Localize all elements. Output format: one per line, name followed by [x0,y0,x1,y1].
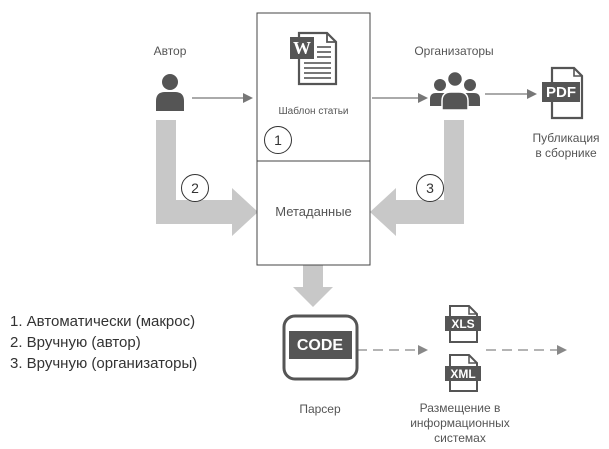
person-icon [156,74,184,111]
legend-item-3: 3. Вручную (организаторы) [10,355,198,372]
publication-line-2: в сборнике [535,146,597,160]
group-icon [430,70,480,111]
author-label: Автор [153,44,187,58]
step-2-circle: 2 [181,174,209,202]
arrow-author-to-metadata [156,120,258,236]
pdf-file-icon [542,66,584,120]
arrow-parser-to-files [418,345,428,355]
arrow-author-to-template [243,93,253,103]
placement-label: Размещение в информационных системах [400,401,520,446]
word-document-icon [290,31,338,86]
arrow-files-to-systems [557,345,567,355]
xml-file-icon [445,354,481,392]
placement-line-3: системах [434,431,486,445]
code-icon [282,314,359,381]
placement-line-1: Размещение в [419,401,501,415]
step-1-circle: 1 [264,126,292,154]
word-letter: W [293,38,311,58]
arrow-template-to-organizers [418,93,428,103]
parser-label: Парсер [299,402,341,416]
placement-line-2: информационных [410,416,510,430]
pdf-text: PDF [546,84,576,101]
xml-text: XML [450,367,475,381]
arrow-metadata-to-parser [293,265,333,307]
arrow-organizers-to-metadata [370,120,464,236]
template-label: Шаблон статьи [278,106,349,117]
publication-label: Публикация в сборнике [523,131,609,161]
organizers-label: Организаторы [414,44,494,58]
metadata-label: Метаданные [275,204,352,219]
xls-text: XLS [451,317,474,331]
legend: 1. Автоматически (макрос) 2. Вручную (ав… [10,311,197,374]
xls-file-icon [445,305,481,343]
legend-item-2: 2. Вручную (автор) [10,334,141,351]
legend-item-1: 1. Автоматически (макрос) [10,313,196,330]
publication-line-1: Публикация [532,131,600,145]
arrow-organizers-to-pdf [527,89,537,99]
code-text: CODE [297,337,344,354]
step-3-circle: 3 [416,174,444,202]
